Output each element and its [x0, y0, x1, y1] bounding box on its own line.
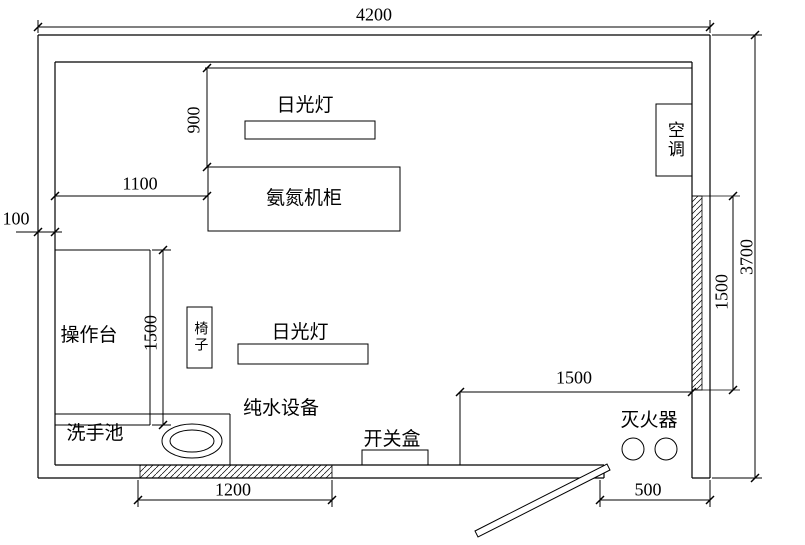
dim-1500-corner-label: 1500	[556, 367, 592, 388]
dim-wall-thickness-label: 100	[2, 208, 30, 229]
ammonia-cabinet-shape	[207, 166, 401, 232]
dim-total-width-label: 4200	[356, 4, 392, 25]
ammonia-cabinet-label: 氨氮机柜	[265, 188, 343, 210]
door-leaf	[474, 463, 611, 538]
fluorescent-lamp-mid-label: 日光灯	[271, 322, 329, 344]
window-hatched-sections	[139, 195, 740, 479]
right-window	[691, 195, 703, 391]
switch-box-label: 开关盒	[363, 429, 421, 451]
fire-extinguisher-1	[621, 437, 645, 461]
fire-extinguisher-2	[654, 437, 678, 461]
switch-box-shape	[361, 449, 429, 466]
dim-total-height-label: 3700	[736, 239, 757, 275]
air-conditioner-shape	[655, 103, 693, 177]
fluorescent-lamp-mid-shape	[237, 343, 369, 365]
bottom-window	[139, 464, 333, 479]
room-walls	[37, 34, 711, 479]
sink-basin-inner	[169, 429, 215, 453]
dim-900-label: 900	[183, 106, 204, 134]
dim-1500-bench-label: 1500	[140, 315, 161, 351]
dim-1500-window-label: 1500	[711, 274, 732, 310]
pure-water-equipment-label: 纯水设备	[242, 398, 320, 420]
fluorescent-lamp-top-shape	[244, 120, 376, 140]
interior-equipment	[55, 67, 693, 538]
chair-label: 椅子	[192, 321, 208, 353]
air-conditioner-label: 空调	[664, 121, 684, 159]
dimension-lines	[16, 20, 762, 507]
sink-label: 洗手池	[66, 423, 124, 445]
dim-1100-label: 1100	[122, 173, 158, 194]
dim-1200-label: 1200	[215, 479, 251, 500]
chair-shape	[186, 306, 213, 369]
fire-extinguisher-label: 灭火器	[620, 410, 678, 432]
sink-basin-outer	[161, 423, 223, 459]
workbench-label: 操作台	[60, 325, 118, 347]
fluorescent-lamp-top-label: 日光灯	[276, 95, 334, 117]
dim-500-label: 500	[634, 479, 662, 500]
dimension-ticks	[33, 22, 760, 505]
